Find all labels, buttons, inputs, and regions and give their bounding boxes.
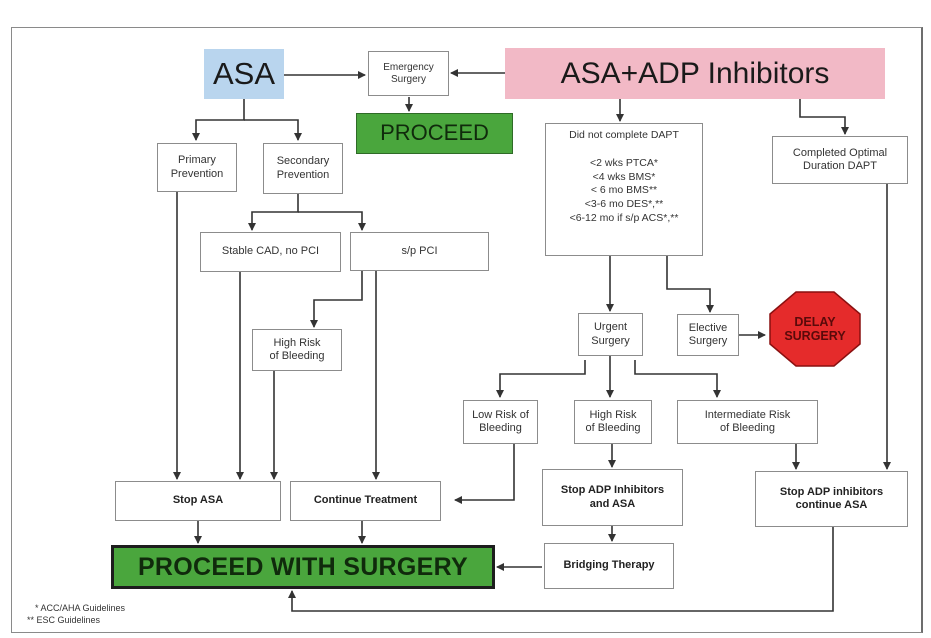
stop-sign-icon bbox=[769, 291, 861, 367]
arrow-asa-to-secondary bbox=[244, 119, 302, 141]
primary-prevention-node: Primary Prevention bbox=[157, 143, 237, 192]
did-not-complete-dapt-node: Did not complete DAPT <2 wks PTCA* <4 wk… bbox=[545, 123, 703, 256]
arrow-dapt-to-elective bbox=[666, 256, 714, 313]
delay-surgery-label: DELAY SURGERY bbox=[784, 314, 846, 343]
completed-optimal-dapt-node: Completed Optimal Duration DAPT bbox=[772, 136, 908, 184]
arrow-asa-to-primary bbox=[192, 99, 245, 141]
stop-adp-continue-asa-node: Stop ADP inhibitors continue ASA bbox=[755, 471, 908, 527]
elective-surgery-node: Elective Surgery bbox=[677, 314, 739, 356]
stop-asa-node: Stop ASA bbox=[115, 481, 281, 521]
proceed-node: PROCEED bbox=[356, 113, 513, 154]
intermediate-risk-bleeding-node: Intermediate Risk of Bleeding bbox=[677, 400, 818, 444]
stop-adp-and-asa-node: Stop ADP Inhibitors and ASA bbox=[542, 469, 683, 526]
secondary-prevention-node: Secondary Prevention bbox=[263, 143, 343, 194]
stable-cad-node: Stable CAD, no PCI bbox=[200, 232, 341, 272]
arrow-secondary-to-stable bbox=[248, 194, 299, 231]
arrow-urgent-to-intermediate bbox=[634, 360, 721, 398]
emergency-surgery-node: Emergency Surgery bbox=[368, 51, 449, 96]
diagram-frame bbox=[11, 27, 923, 633]
urgent-surgery-node: Urgent Surgery bbox=[578, 313, 643, 356]
footnote-acc-aha: * ACC/AHA Guidelines bbox=[35, 603, 126, 613]
arrow-sppci-to-highrisk bbox=[310, 271, 363, 328]
footnotes: * ACC/AHA Guidelines ** ESC Guidelines bbox=[27, 602, 125, 626]
high-risk-bleeding-mid-node: High Risk of Bleeding bbox=[574, 400, 652, 444]
high-risk-bleeding-left-node: High Risk of Bleeding bbox=[252, 329, 342, 371]
footnote-esc: ** ESC Guidelines bbox=[27, 615, 101, 626]
low-risk-bleeding-node: Low Risk of Bleeding bbox=[463, 400, 538, 444]
continue-treatment-node: Continue Treatment bbox=[290, 481, 441, 521]
asa-node: ASA bbox=[204, 49, 284, 99]
asa-adp-inhibitors-node: ASA+ADP Inhibitors bbox=[505, 48, 885, 99]
arrow-secondary-to-sppci bbox=[298, 211, 366, 231]
arrow-low-to-continue bbox=[454, 444, 515, 504]
sp-pci-node: s/p PCI bbox=[350, 232, 489, 271]
proceed-with-surgery-node: PROCEED WITH SURGERY bbox=[111, 545, 495, 589]
arrow-asaadp-to-completed bbox=[799, 99, 849, 135]
arrow-urgent-to-low bbox=[496, 360, 586, 398]
arrow-stopadpcont-to-proceed bbox=[288, 527, 834, 612]
bridging-therapy-node: Bridging Therapy bbox=[544, 543, 674, 589]
